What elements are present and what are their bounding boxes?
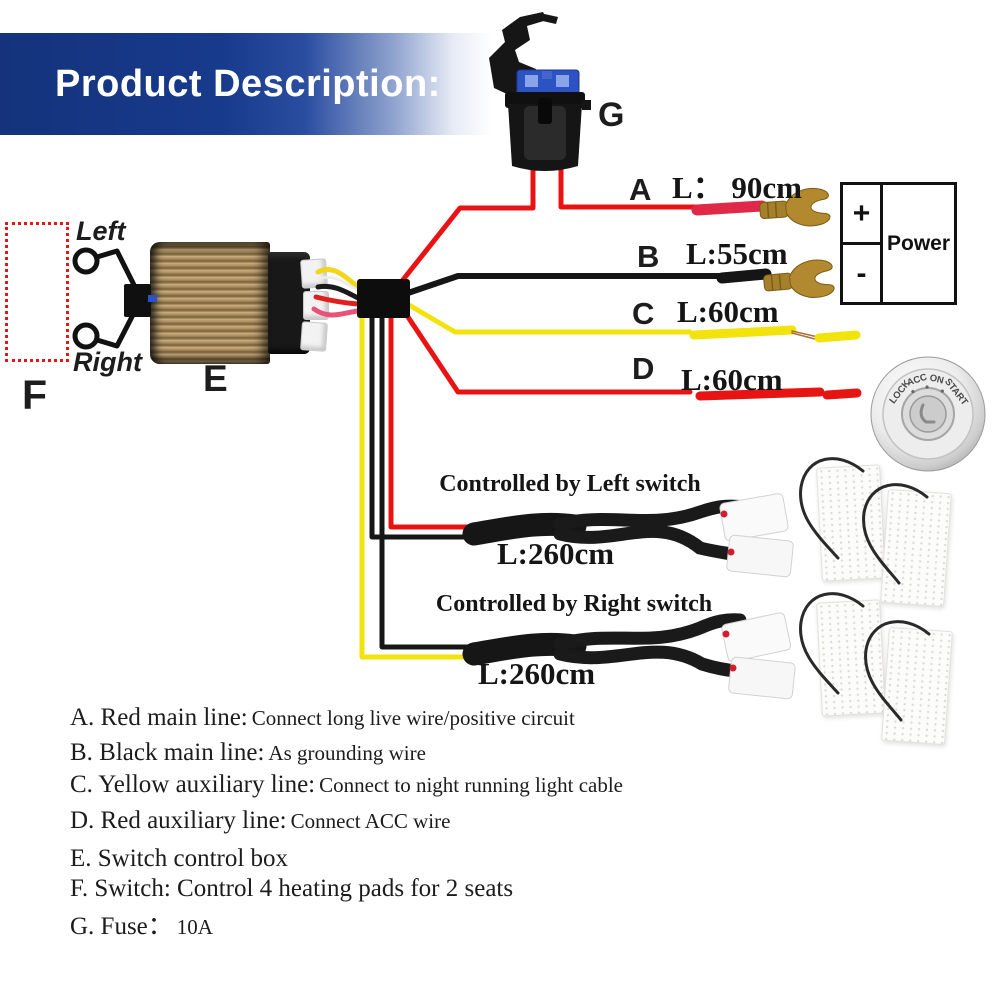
right-switch-label: Right [73,347,142,377]
control-box-label: E [203,358,228,399]
left-cable-length: L:260cm [497,536,615,571]
switch-frame [5,222,69,362]
heating-pad-wires [799,457,931,722]
wire-a-sleeve [691,200,768,216]
minus-terminal: - [856,256,867,290]
power-terminals: + - [843,185,883,302]
wire-d-cap [822,388,862,400]
switch-schematic-icon [72,247,157,350]
legend-e-title: E. Switch control box [70,845,289,872]
legend-line-b: B. Black main line: As grounding wire [70,739,426,767]
legend-line-d: D. Red auxiliary line: Connect ACC wire [70,807,450,835]
right-cable-caption: Controlled by Right switch [435,591,713,617]
wire-d [403,311,693,395]
switch-label: F [22,372,48,418]
wire-a-length: L： 90cm [672,170,803,205]
ignition-switch-icon: LOCK ACC ON START [870,356,986,472]
plus-terminal: + [843,185,880,245]
wire-b [405,273,725,296]
legend-d-title: D. Red auxiliary line: [70,807,287,834]
wire-c-cap [814,330,861,343]
wire-c-copper-strands [791,330,819,340]
wire-a-label: A [629,172,652,207]
legend-b-text: As grounding wire [268,741,426,765]
junction-box [357,279,410,318]
fuse-label: G [598,96,625,134]
switch-control-box [150,242,270,364]
fuse-holder-icon [489,12,591,171]
wire-d-length: L:60cm [681,362,783,397]
banner: Product Description: [0,33,492,135]
down-wire-black-1 [369,313,477,540]
legend-a-text: Connect long live wire/positive circuit [251,706,575,730]
legend-line-a: A. Red main line: Connect long live wire… [70,704,575,732]
left-switch-label: Left [76,216,126,246]
right-cable-length: L:260cm [478,656,596,691]
wire-b-label: B [637,239,660,274]
wire-c-label: C [632,296,655,331]
legend-g-text: 10A [176,915,213,939]
legend-d-text: Connect ACC wire [290,809,451,833]
connector-wires [311,267,363,318]
legend-line-f: F. Switch: Control 4 heating pads for 2 … [70,875,513,903]
power-box: + - Power [840,182,957,305]
wire-b-sleeve [716,268,772,284]
legend-a-title: A. Red main line: [70,704,248,731]
legend-b-title: B. Black main line: [70,739,265,766]
left-cable-caption: Controlled by Left switch [439,471,701,497]
wire-d-label: D [632,351,655,386]
wire-b-length: L:55cm [686,236,788,271]
fuse-to-junction-wire [399,147,536,284]
legend-line-c: C. Yellow auxiliary line: Connect to nig… [70,771,623,799]
wire-c-sleeve [689,325,797,340]
ignition-on-label: ON [928,372,945,386]
legend-f-title: F. Switch: Control 4 heating pads for 2 … [70,875,514,902]
legend-line-g: G. Fuse： 10A [70,906,213,942]
wire-d-sleeve [695,387,825,401]
wire-c [406,302,693,335]
right-switch-cable [462,612,796,700]
down-wire-red [388,313,477,530]
power-label: Power [886,231,951,255]
down-wire-yellow [359,313,477,660]
page-title: Product Description: [55,62,441,105]
legend-g-title: G. Fuse： [70,913,173,940]
left-switch-cable [462,493,794,578]
wire-c-length: L:60cm [677,294,779,329]
down-wire-black-2 [379,313,477,650]
legend-c-title: C. Yellow auxiliary line: [70,771,316,798]
legend-line-e: E. Switch control box [70,845,288,873]
legend-c-text: Connect to night running light cable [319,773,624,797]
